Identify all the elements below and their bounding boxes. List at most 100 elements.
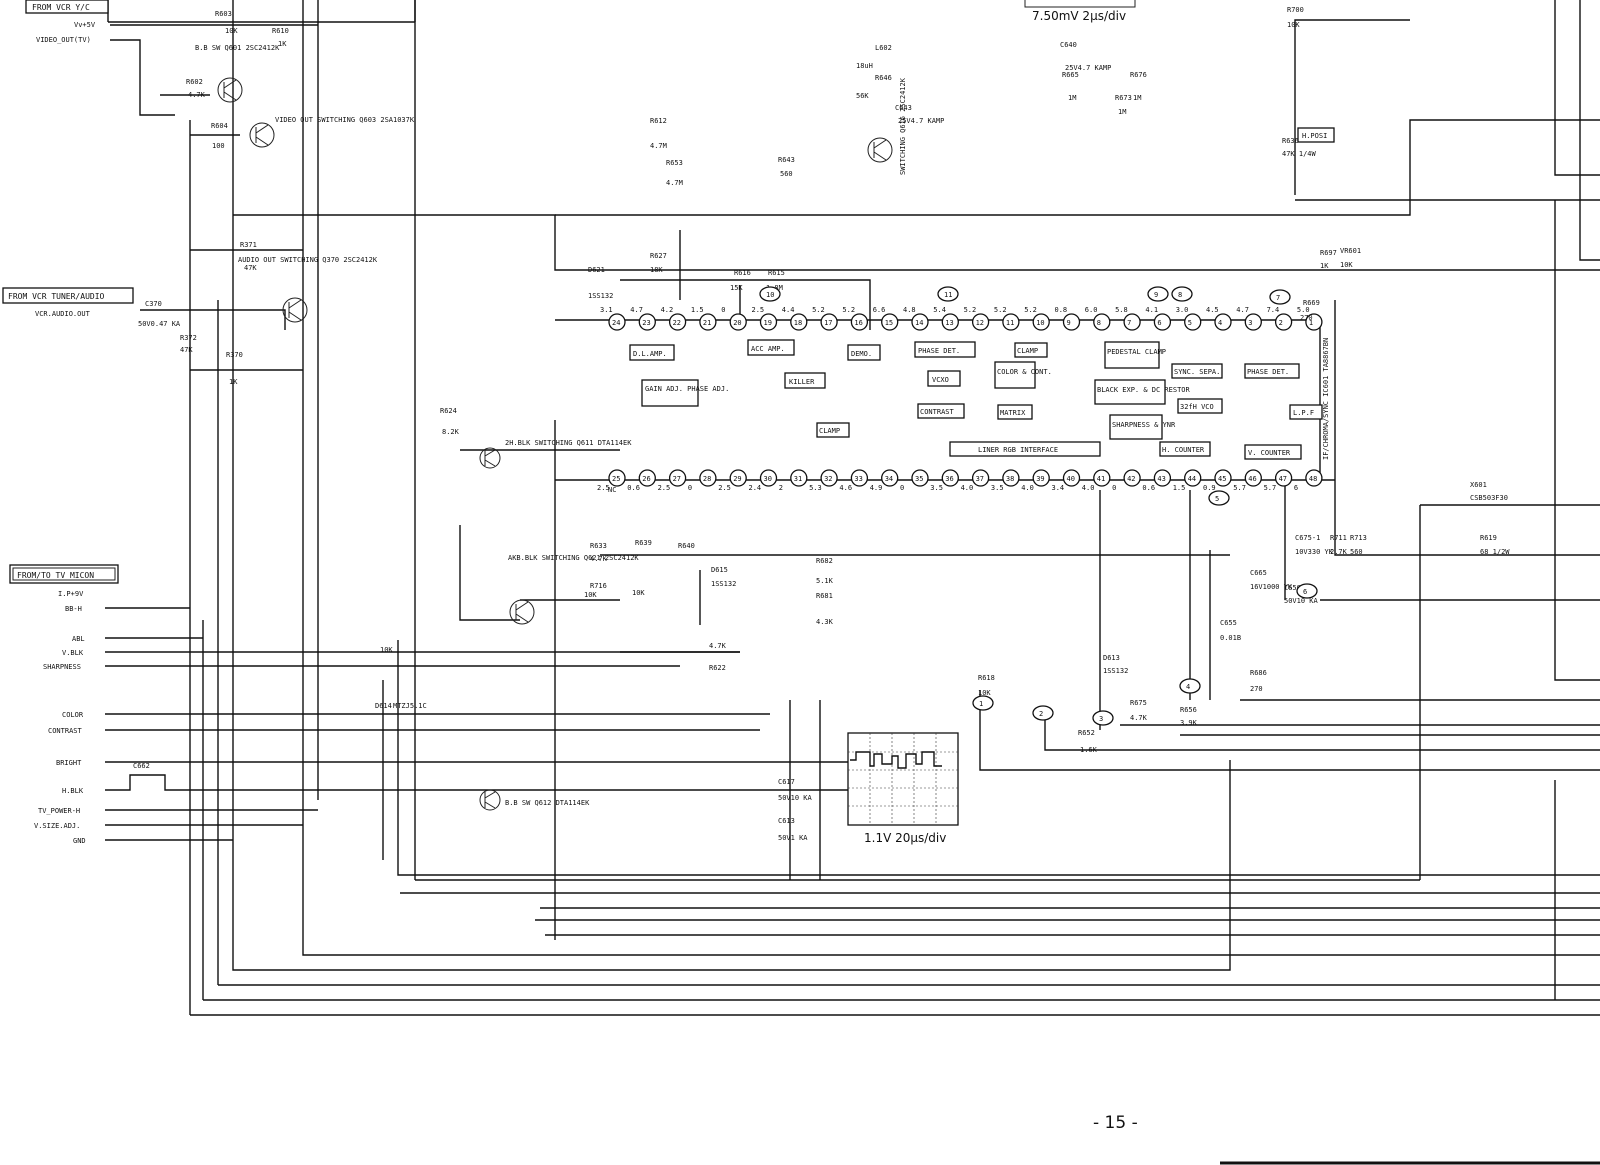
component-label: R643 (778, 156, 795, 164)
component-label: MTZJ5.1C (393, 702, 427, 710)
ic-pin-17 (820, 313, 838, 331)
ic-pin-voltage: 0.6 (1142, 484, 1155, 492)
block-killer: KILLER (789, 378, 815, 386)
ic-pin-16 (850, 313, 869, 331)
component-label: C665 (1250, 569, 1267, 577)
component-label: R610 (272, 27, 289, 35)
transistor-q611: 2H.BLK SWITCHING Q611 DTA114EK (505, 439, 632, 447)
ic-pin-voltage: 2.5 (597, 484, 610, 492)
block-liner-rgb: LINER RGB INTERFACE (978, 446, 1058, 454)
ic-pin-voltage: 5.0 (1297, 306, 1310, 314)
connector-tv-micon: FROM/TO TV MICON (17, 571, 94, 580)
component-label: 560 (1350, 548, 1363, 556)
component-label: 4.7K (590, 555, 608, 563)
component-label: R673 (1115, 94, 1132, 102)
ic-pin-number: 42 (1127, 475, 1135, 483)
connectors: FROM VCR Y/C FROM VCR TUNER/AUDIO FROM/T… (2, 0, 134, 584)
ic-pin-voltage: 5.7 (1264, 484, 1277, 492)
test-point-label: 11 (944, 291, 952, 299)
block-h-counter: H. COUNTER (1162, 446, 1205, 454)
ic-pin-voltage: 0 (721, 306, 725, 314)
test-point-4 (1179, 678, 1201, 694)
ic-pin-number: 29 (733, 475, 741, 483)
ic-pin-41 (1093, 469, 1111, 487)
component-label: 18uH (856, 62, 873, 70)
component-label: 10K (632, 589, 645, 597)
component-label: 15K (730, 284, 743, 292)
ic-pin-voltage: 3.5 (930, 484, 943, 492)
signal-abl: ABL (72, 635, 85, 643)
component-label: R682 (816, 557, 833, 565)
ic-pin-23 (638, 313, 656, 331)
block-pedestal-clamp: PEDESTAL CLAMP (1107, 348, 1166, 356)
block-gain-adj: GAIN ADJ. PHASE ADJ. (645, 385, 729, 393)
component-label: 1SS132 (588, 292, 613, 300)
component-label: VR601 (1340, 247, 1361, 255)
test-point-2 (1032, 705, 1054, 721)
ic-pin-33 (850, 469, 869, 487)
ic-pin-number: 25 (612, 475, 620, 483)
block-lpf: L.P.F (1293, 409, 1314, 417)
ic-pin-27 (668, 469, 687, 487)
ic-pin-number: 21 (703, 319, 711, 327)
ic-pin-14 (911, 313, 929, 331)
component-label: 270 (1300, 314, 1313, 322)
component-label: 1K (229, 378, 238, 386)
component-label: C643 (895, 104, 912, 112)
component-label: 10K (584, 591, 597, 599)
ic-pin-number: 35 (915, 475, 923, 483)
component-label: D616 (0, 0, 17, 2)
ic-pin-number: 30 (764, 475, 772, 483)
component-label: C662 (133, 762, 150, 770)
ic-pin-5 (1184, 313, 1202, 331)
component-label: 56K (856, 92, 869, 100)
ic-pin-voltage: 3.5 (991, 484, 1004, 492)
component-label: 4.7M (666, 179, 683, 187)
ic-pin-voltage: 4.7 (1236, 306, 1249, 314)
ic-pin-number: 4 (1218, 319, 1222, 327)
component-label: 560 (780, 170, 793, 178)
component-label: 4.7K (709, 642, 727, 650)
component-label: 1K (1320, 262, 1329, 270)
signal-gnd: GND (73, 837, 86, 845)
ic-pin-number: 1 (1309, 319, 1313, 327)
transistors: B.B SW Q601 2SC2412K VIDEO OUT SWITCHING… (195, 44, 907, 811)
component-label: 500V10P SL (0, 0, 42, 2)
ic-pin-voltage: 2.5 (752, 306, 765, 314)
component-label: R656 (1180, 706, 1197, 714)
signal-contrast: CONTRAST (48, 727, 83, 735)
component-label: R371 (240, 241, 257, 249)
component-label: R636 (1282, 137, 1299, 145)
connector-vcr-tuner: FROM VCR TUNER/AUDIO (8, 292, 105, 301)
ic-pin-number: 47 (1279, 475, 1287, 483)
test-point-label: 5 (1215, 495, 1219, 503)
ic-pin-voltage: 2.5 (658, 484, 671, 492)
ic-pin-voltage: 5.8 (1115, 306, 1128, 314)
marker-h-posi: H.POSI (1302, 132, 1327, 140)
ic-pin-voltage: 3.1 (600, 306, 613, 314)
component-label: R697 (1320, 249, 1337, 257)
signal-vcr-audio-out: VCR.AUDIO.OUT (35, 310, 91, 318)
component-label: 10K (978, 689, 991, 697)
ic-pin-voltage: 2.5 (718, 484, 731, 492)
ic-pin-39 (1032, 469, 1050, 487)
component-label: R716 (590, 582, 607, 590)
signal-labels: Vv+5V VIDEO_OUT(TV) VCR.AUDIO.OUT I.P+9V… (34, 21, 96, 845)
ic-pin-voltage: 2.4 (749, 484, 762, 492)
signal-bright: BRIGHT (56, 759, 82, 767)
component-label: 4.3K (816, 618, 834, 626)
ic-pin-voltage: 5.7 (1233, 484, 1246, 492)
ic-pin-number: 17 (824, 319, 832, 327)
test-point-7 (1269, 289, 1291, 305)
ic-pin-voltage: 4.7 (630, 306, 643, 314)
ic-pin-26 (638, 469, 656, 487)
component-label: 1.6K (1080, 746, 1098, 754)
component-label: R604 (211, 122, 228, 130)
ic-pin-voltage: 0.6 (627, 484, 640, 492)
block-vcxo: VCXO (932, 376, 949, 384)
block-matrix: MATRIX (1000, 409, 1026, 417)
test-point-label: 9 (1154, 291, 1158, 299)
component-label: R624 (440, 407, 457, 415)
ic-pin-voltage: 5.2 (994, 306, 1007, 314)
waveform-top-label: 7.50mV 2µs/div (1032, 9, 1126, 23)
